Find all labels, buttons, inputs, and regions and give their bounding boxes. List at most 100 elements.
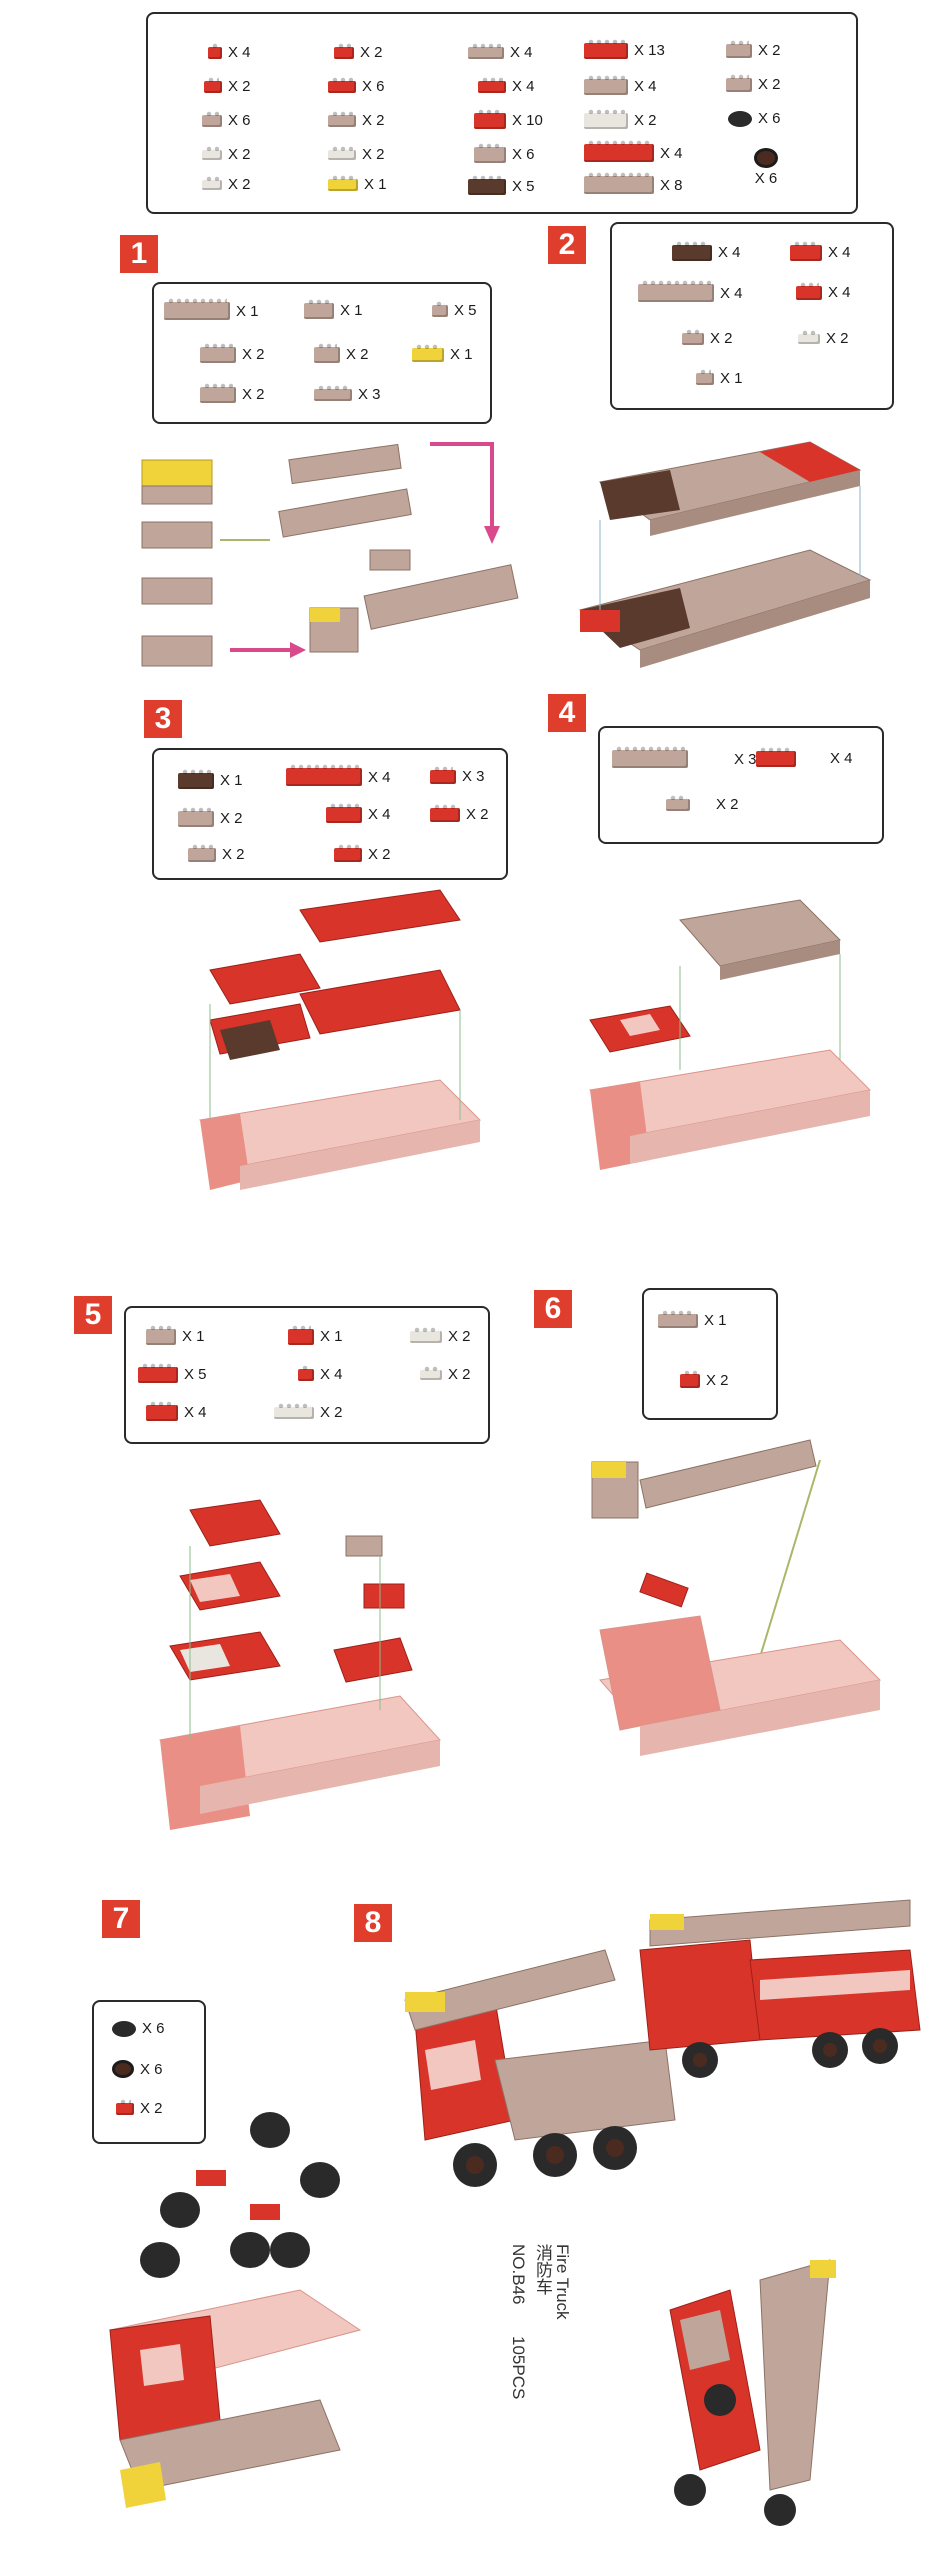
part-qty: X 5 (184, 1366, 207, 1383)
part-qty: X 2 (228, 146, 251, 163)
part-qty: X 2 (140, 2100, 163, 2117)
part-qty: X 2 (362, 146, 385, 163)
brick-red-2x3 (756, 746, 796, 767)
step-number: 2 (548, 226, 586, 264)
ladder-assembly (591, 1439, 817, 1519)
brick-tan-1x4 (468, 42, 504, 59)
part-qty: X 6 (754, 170, 778, 187)
product-piece-count: 105PCS (509, 2336, 528, 2400)
part-qty: X 4 (228, 44, 251, 61)
brick-yellow-1x3 (328, 174, 358, 191)
brick-tan-2x6 (164, 298, 230, 320)
part-qty: X 1 (320, 1328, 343, 1345)
brick-tan-2x6 (584, 172, 654, 194)
step-1-assembly-illustration (141, 442, 519, 667)
part-qty: X 2 (222, 846, 245, 863)
part-qty: X 1 (182, 1328, 205, 1345)
finished-truck-rear-view (639, 1899, 921, 2078)
brick-white-1x2 (202, 145, 222, 160)
step-4-assembly-illustration (589, 899, 872, 1170)
part-qty: X 4 (720, 284, 743, 302)
brick-tan-2x3 (200, 342, 236, 363)
part-qty: X 4 (660, 144, 683, 162)
brick-white-clip (798, 329, 820, 344)
part-qty: X 10 (512, 112, 543, 129)
step-3-assembly-illustration (199, 889, 482, 1190)
part-qty: X 1 (220, 772, 243, 789)
step-2-assembly-illustration (578, 441, 872, 668)
arrow-icon (430, 442, 494, 526)
part-qty: X 5 (454, 302, 477, 319)
part-qty: X 2 (320, 1404, 343, 1421)
brick-red-2x3 (138, 1362, 178, 1383)
brick-white-2x4 (410, 1326, 442, 1343)
step-number: 7 (102, 1900, 140, 1938)
part-qty: X 5 (512, 178, 535, 195)
brick-tan-1x3 (188, 843, 216, 862)
brick-red-2x2 (474, 108, 506, 129)
step-7-parts: X 6 X 6 X 2 (92, 2000, 206, 2144)
brick-tan-2x4 (584, 74, 628, 95)
brick-white-2x4 (584, 108, 628, 129)
part-qty: X 2 (758, 42, 781, 59)
step-1-parts: X 1 X 1 X 5 X 2 X 2 X 1 X 2 X 3 (152, 282, 492, 424)
brick-brown-2x3 (178, 768, 214, 789)
brick-red-1x3 (478, 76, 506, 93)
part-qty: X 3 (358, 386, 381, 403)
assembled-ladder (309, 564, 519, 653)
brick-tan-2x2 (474, 142, 506, 163)
part-qty: X 4 (368, 806, 391, 823)
tire-icon (728, 110, 752, 127)
brick-tan-1x2 (666, 794, 690, 811)
step-number: 4 (548, 694, 586, 732)
brick-tan-hinge (696, 368, 714, 385)
brick-white-1x2 (420, 1365, 442, 1380)
part-qty: X 4 (320, 1366, 343, 1383)
brick-red-1x3 (328, 76, 356, 93)
part-qty: X 4 (512, 78, 535, 95)
step-number: 8 (354, 1904, 392, 1942)
brick-red-2x2 (146, 1400, 178, 1421)
part-qty: X 2 (448, 1328, 471, 1345)
brick-tan-hinge (304, 298, 334, 319)
product-model: NO.B46 (509, 2244, 528, 2305)
part-qty: X 13 (634, 42, 665, 59)
wheel-rim-icon (754, 148, 778, 168)
step-2-parts: X 4 X 4 X 4 X 4 X 2 X 2 X 1 (610, 222, 894, 410)
upper-chassis (598, 441, 862, 536)
brick-red-small (298, 1364, 314, 1381)
yellow-brick-stack (141, 459, 213, 667)
brick-red-small (208, 42, 222, 59)
part-qty: X 6 (758, 110, 781, 127)
brick-white-1x3 (328, 145, 356, 160)
brick-tan-2x3 (178, 806, 214, 827)
parts-inventory: X 4 X 2 X 6 X 2 X 2 X 2 X 6 X 2 X 2 X 1 … (146, 12, 858, 214)
brick-white-clip (202, 175, 222, 190)
step-4-parts: X 3 X 4 X 2 (598, 726, 884, 844)
brick-tan-1x2 (202, 110, 222, 127)
part-qty: X 2 (368, 846, 391, 863)
step-number: 3 (144, 700, 182, 738)
part-qty: X 6 (142, 2020, 165, 2037)
part-qty: X 2 (448, 1366, 471, 1383)
brick-tan-hinge (726, 73, 752, 92)
brick-tan-slope (726, 39, 752, 58)
brick-brown-2x3 (672, 240, 712, 261)
arrowhead-icon (484, 526, 500, 544)
part-qty: X 2 (220, 810, 243, 827)
brick-tan-2x2 (314, 342, 340, 363)
part-qty: X 2 (634, 112, 657, 129)
part-qty: X 2 (466, 806, 489, 823)
part-qty: X 4 (828, 244, 851, 261)
part-qty: X 1 (340, 302, 363, 319)
part-qty: X 2 (710, 330, 733, 347)
step-5-parts: X 1 X 1 X 2 X 5 X 4 X 2 X 4 X 2 (124, 1306, 490, 1444)
part-qty: X 2 (758, 76, 781, 93)
part-qty: X 2 (716, 796, 739, 813)
tire-icon (112, 2020, 136, 2037)
step-7-assembly-illustration (108, 2112, 362, 2508)
part-qty: X 4 (718, 244, 741, 261)
part-qty: X 2 (242, 386, 265, 403)
part-qty: X 6 (512, 146, 535, 163)
part-qty: X 2 (706, 1372, 729, 1389)
